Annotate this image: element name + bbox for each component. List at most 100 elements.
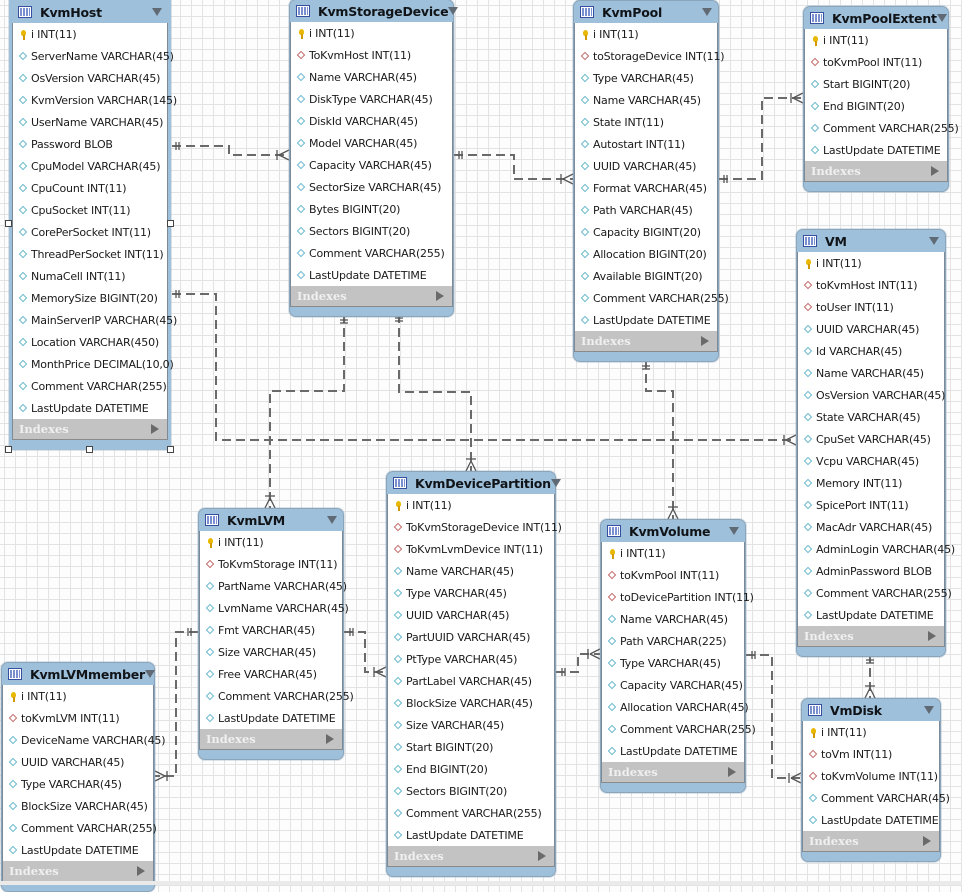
resize-handle[interactable] xyxy=(5,220,12,227)
rel-storagedevice-lvm[interactable] xyxy=(269,314,345,508)
collapse-arrow-icon[interactable] xyxy=(924,706,934,714)
column-row[interactable]: Name VARCHAR(45) xyxy=(575,89,717,111)
collapse-arrow-icon[interactable] xyxy=(702,8,712,16)
collapse-arrow-icon[interactable] xyxy=(929,237,939,245)
indexes-section[interactable]: Indexes xyxy=(802,831,940,852)
column-row[interactable]: LastUpdate DATETIME xyxy=(602,740,744,762)
column-row[interactable]: i INT(11) xyxy=(200,531,342,553)
column-row[interactable]: Sectors BIGINT(20) xyxy=(291,220,452,242)
column-row[interactable]: Comment VARCHAR(255) xyxy=(602,718,756,740)
expand-arrow-icon[interactable] xyxy=(137,866,145,876)
column-row[interactable]: NumaCell INT(11) xyxy=(13,265,167,287)
column-row[interactable]: ServerName VARCHAR(45) xyxy=(13,45,174,67)
column-row[interactable]: LastUpdate DATETIME xyxy=(13,397,167,419)
column-row[interactable]: Model VARCHAR(45) xyxy=(291,132,452,154)
column-row[interactable]: i INT(11) xyxy=(798,252,944,274)
column-row[interactable]: Id VARCHAR(45) xyxy=(798,340,944,362)
column-row[interactable]: PartLabel VARCHAR(45) xyxy=(388,670,554,692)
resize-handle[interactable] xyxy=(167,446,174,453)
rel-pool-volume[interactable] xyxy=(645,360,674,519)
column-row[interactable]: SectorSize VARCHAR(45) xyxy=(291,176,452,198)
column-row[interactable]: i INT(11) xyxy=(291,22,452,44)
column-row[interactable]: Size VARCHAR(45) xyxy=(388,714,554,736)
column-row[interactable]: AdminLogin VARCHAR(45) xyxy=(798,538,955,560)
rel-kvmhost-storagedevice[interactable] xyxy=(172,145,289,156)
column-row[interactable]: CpuCount INT(11) xyxy=(13,177,167,199)
column-row[interactable]: LastUpdate DATETIME xyxy=(291,264,452,286)
column-row[interactable]: Comment VARCHAR(255) xyxy=(291,242,452,264)
column-row[interactable]: Start BIGINT(20) xyxy=(388,736,554,758)
column-row[interactable]: toVm INT(11) xyxy=(803,743,939,765)
resize-handle[interactable] xyxy=(167,220,174,227)
column-row[interactable]: LastUpdate DATETIME xyxy=(200,707,342,729)
column-row[interactable]: Memory INT(11) xyxy=(798,472,944,494)
column-row[interactable]: MonthPrice DECIMAL(10,0) xyxy=(13,353,174,375)
column-row[interactable]: ToKvmHost INT(11) xyxy=(291,44,452,66)
column-row[interactable]: UserName VARCHAR(45) xyxy=(13,111,167,133)
column-row[interactable]: PtType VARCHAR(45) xyxy=(388,648,554,670)
column-row[interactable]: Name VARCHAR(45) xyxy=(291,66,452,88)
column-row[interactable]: PartUUID VARCHAR(45) xyxy=(388,626,554,648)
column-row[interactable]: toKvmVolume INT(11) xyxy=(803,765,939,787)
column-row[interactable]: i INT(11) xyxy=(803,721,939,743)
column-row[interactable]: ThreadPerSocket INT(11) xyxy=(13,243,167,265)
table-header[interactable]: KvmPoolExtent xyxy=(804,7,948,29)
column-row[interactable]: toKvmLVM INT(11) xyxy=(3,707,153,729)
column-row[interactable]: LastUpdate DATETIME xyxy=(798,604,944,626)
rel-lvm-lvmmember[interactable] xyxy=(155,631,198,777)
column-row[interactable]: Sectors BIGINT(20) xyxy=(388,780,554,802)
collapse-arrow-icon[interactable] xyxy=(144,670,155,678)
column-row[interactable]: KvmVersion VARCHAR(145) xyxy=(13,89,177,111)
indexes-section[interactable]: Indexes xyxy=(804,161,948,182)
expand-arrow-icon[interactable] xyxy=(436,291,444,301)
table-header[interactable]: KvmPool xyxy=(574,1,718,23)
column-row[interactable]: Comment VARCHAR(45) xyxy=(803,787,950,809)
column-row[interactable]: toKvmPool INT(11) xyxy=(805,51,947,73)
column-row[interactable]: BlockSize VARCHAR(45) xyxy=(388,692,554,714)
column-row[interactable]: ToKvmStorageDevice INT(11) xyxy=(388,516,562,538)
column-row[interactable]: State VARCHAR(45) xyxy=(798,406,944,428)
indexes-section[interactable]: Indexes xyxy=(2,861,154,882)
column-row[interactable]: Capacity VARCHAR(45) xyxy=(602,674,744,696)
column-row[interactable]: MemorySize BIGINT(20) xyxy=(13,287,167,309)
column-row[interactable]: Bytes BIGINT(20) xyxy=(291,198,452,220)
column-row[interactable]: toStorageDevice INT(11) xyxy=(575,45,725,67)
column-row[interactable]: toDevicePartition INT(11) xyxy=(602,586,754,608)
column-row[interactable]: toKvmPool INT(11) xyxy=(602,564,744,586)
rel-lvm-partition[interactable] xyxy=(344,631,386,673)
table-header[interactable]: KvmLVM xyxy=(199,509,343,531)
column-row[interactable]: toKvmHost INT(11) xyxy=(798,274,944,296)
column-row[interactable]: MainServerIP VARCHAR(45) xyxy=(13,309,177,331)
expand-arrow-icon[interactable] xyxy=(728,767,736,777)
column-row[interactable]: Path VARCHAR(45) xyxy=(575,199,717,221)
column-row[interactable]: i INT(11) xyxy=(805,29,947,51)
column-row[interactable]: CpuSocket INT(11) xyxy=(13,199,167,221)
table-header[interactable]: KvmStorageDevice xyxy=(290,0,459,22)
collapse-arrow-icon[interactable] xyxy=(448,7,459,15)
column-row[interactable]: Vcpu VARCHAR(45) xyxy=(798,450,944,472)
column-row[interactable]: Comment VARCHAR(255) xyxy=(575,287,729,309)
column-row[interactable]: ToKvmStorage INT(11) xyxy=(200,553,342,575)
column-row[interactable]: LastUpdate DATETIME xyxy=(803,809,939,831)
column-row[interactable]: i INT(11) xyxy=(13,23,167,45)
column-row[interactable]: Location VARCHAR(450) xyxy=(13,331,167,353)
column-row[interactable]: Capacity VARCHAR(45) xyxy=(291,154,452,176)
rel-storagedevice-pool[interactable] xyxy=(454,154,573,180)
column-row[interactable]: LastUpdate DATETIME xyxy=(805,139,947,161)
column-row[interactable]: Format VARCHAR(45) xyxy=(575,177,717,199)
table-header[interactable]: VM xyxy=(797,230,945,252)
column-row[interactable]: toUser INT(11) xyxy=(798,296,944,318)
column-row[interactable]: PartName VARCHAR(45) xyxy=(200,575,347,597)
collapse-arrow-icon[interactable] xyxy=(729,527,739,535)
column-row[interactable]: CorePerSocket INT(11) xyxy=(13,221,167,243)
column-row[interactable]: Path VARCHAR(225) xyxy=(602,630,744,652)
column-row[interactable]: Type VARCHAR(45) xyxy=(388,582,554,604)
column-row[interactable]: Autostart INT(11) xyxy=(575,133,717,155)
